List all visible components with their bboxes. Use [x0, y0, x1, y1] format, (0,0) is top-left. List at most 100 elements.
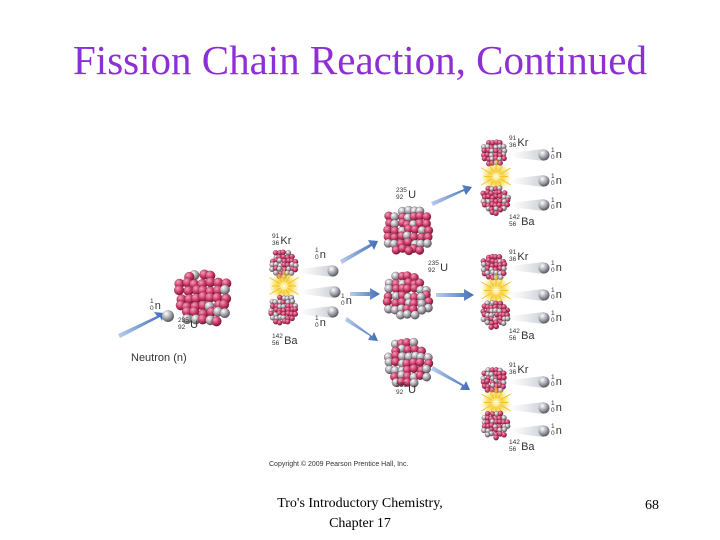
- mass-number: 1: [551, 197, 555, 204]
- element-symbol: n: [556, 289, 562, 301]
- released-neutrons: [299, 149, 550, 437]
- element-symbol: Ba: [284, 335, 298, 347]
- atomic-number: 0: [315, 254, 319, 261]
- arrow-to-fission-top: [431, 185, 472, 206]
- atomic-number: 56: [509, 335, 517, 342]
- element-symbol: Ba: [521, 330, 535, 342]
- atomic-number: 0: [315, 322, 319, 329]
- arrow-to-uranium-middle: [350, 288, 380, 300]
- element-symbol: n: [556, 262, 562, 274]
- krypton-nucleus-bottom: [480, 367, 507, 394]
- barium-nucleus-top: [480, 185, 511, 217]
- element-symbol: n: [556, 425, 562, 437]
- neutron-top-2: [510, 175, 550, 187]
- fission-burst-bottom: [481, 385, 511, 420]
- mass-number: 91: [509, 362, 517, 369]
- mass-number: 1: [551, 400, 555, 407]
- page-number: 68: [645, 498, 659, 513]
- arrow-to-uranium-top: [340, 240, 378, 264]
- mass-number: 1: [315, 247, 319, 254]
- mass-number: 1: [551, 287, 555, 294]
- neutron-stage-1-c: [299, 306, 339, 318]
- uranium-235-nucleus-top: [383, 205, 434, 256]
- fission-burst-stage-1: [269, 269, 299, 303]
- mass-number: 142: [509, 214, 520, 221]
- element-symbol: n: [556, 402, 562, 414]
- krypton-nucleus-middle: [480, 253, 508, 281]
- atomic-number: 36: [272, 240, 280, 247]
- element-symbol: U: [190, 319, 198, 331]
- mass-number: 235: [178, 317, 189, 324]
- neutron-bottom-1: [510, 376, 550, 388]
- atomic-number: 92: [428, 267, 436, 274]
- mass-number: 1: [551, 173, 555, 180]
- element-symbol: Ba: [521, 216, 535, 228]
- barium-nucleus-middle: [480, 300, 511, 330]
- mass-number: 1: [551, 310, 555, 317]
- atomic-number: 56: [509, 446, 517, 453]
- atomic-number: 0: [551, 381, 555, 388]
- arrow-to-fission-middle: [436, 289, 474, 301]
- mass-number: 1: [551, 423, 555, 430]
- neutron-top-1: [510, 149, 550, 161]
- slide-title: Fission Chain Reaction, Continued: [73, 37, 647, 83]
- element-symbol: U: [408, 189, 416, 201]
- element-symbol: Ba: [521, 441, 535, 453]
- element-symbol: Kr: [280, 235, 291, 247]
- footer-line-1: Tro's Introductory Chemistry,: [277, 496, 443, 511]
- uranium-235-nucleus-bottom: [383, 337, 434, 388]
- reaction-arrows: [118, 185, 474, 390]
- element-symbol: n: [556, 199, 562, 211]
- mass-number: 1: [315, 315, 319, 322]
- footer-line-2: Chapter 17: [329, 516, 391, 531]
- element-symbol: n: [155, 300, 161, 312]
- arrow-to-uranium-bottom: [345, 317, 378, 341]
- mass-number: 1: [551, 374, 555, 381]
- uranium-235-nucleus-initial: [174, 269, 232, 327]
- neutron-caption: Neutron (n): [131, 352, 187, 364]
- mass-number: 142: [509, 328, 520, 335]
- neutron-bottom-3: [510, 425, 550, 437]
- atomic-number: 0: [551, 267, 555, 274]
- mass-number: 1: [341, 293, 345, 300]
- mass-number: 1: [551, 260, 555, 267]
- mass-number: 235: [428, 260, 439, 267]
- mass-number: 91: [509, 249, 517, 256]
- element-symbol: n: [556, 149, 562, 161]
- atomic-number: 92: [396, 389, 404, 396]
- mass-number: 142: [272, 333, 283, 340]
- mass-number: 91: [509, 135, 517, 142]
- mass-number: 142: [509, 439, 520, 446]
- element-symbol: n: [556, 175, 562, 187]
- mass-number: 1: [551, 147, 555, 154]
- nuclei: [174, 139, 511, 441]
- arrow-incoming-neutron: [118, 312, 164, 338]
- atomic-number: 36: [509, 369, 517, 376]
- uranium-235-nucleus-middle: [382, 271, 434, 320]
- neutron-middle-1: [510, 262, 550, 274]
- arrow-to-fission-bottom: [431, 366, 470, 390]
- copyright-notice: Copyright © 2009 Pearson Prentice Hall, …: [269, 460, 408, 468]
- element-symbol: U: [440, 262, 448, 274]
- element-symbol: n: [320, 317, 326, 329]
- atomic-number: 0: [551, 294, 555, 301]
- atomic-number: 36: [509, 142, 517, 149]
- element-symbol: n: [346, 295, 352, 307]
- atomic-number: 56: [509, 221, 517, 228]
